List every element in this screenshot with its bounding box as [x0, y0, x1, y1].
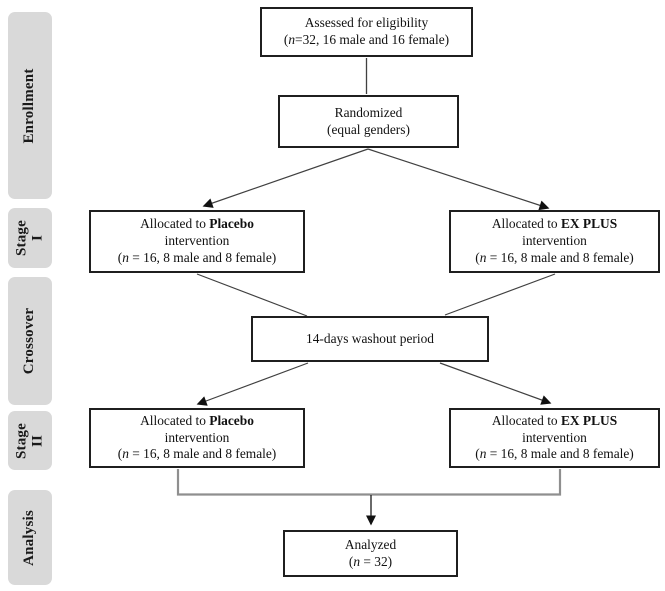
stage-label-text: Stage [13, 220, 30, 256]
stage-label-enrollment: Enrollment [8, 12, 52, 199]
stage-label-text: Analysis [21, 509, 38, 566]
box-allocated-explus-stage2: Allocated to EX PLUS intervention (n = 1… [449, 408, 660, 468]
box-line: intervention [522, 429, 587, 445]
box-line: intervention [164, 233, 230, 249]
box-line: 14-days washout period [306, 330, 434, 346]
line-explus-stage1-to-washout [444, 273, 556, 316]
box-allocated-explus-stage1: Allocated to EX PLUS intervention (n = 1… [449, 210, 660, 273]
box-analyzed: Analyzed (n = 32) [283, 530, 458, 577]
stage-label-text: Stage [13, 422, 30, 459]
box-line: intervention [522, 233, 587, 249]
stage-label-stage-1: Stage I [8, 208, 52, 268]
stage-label-stage-2: Stage II [8, 411, 52, 470]
stage-label-crossover: Crossover [8, 277, 52, 405]
box-assessed-eligibility: Assessed for eligibility (n=32, 16 male … [260, 7, 473, 57]
line-stage2-merge [176, 469, 562, 496]
box-line: (equal genders) [327, 121, 410, 137]
stage-label-text: Crossover [21, 307, 38, 375]
stage-label-numeral: I [29, 234, 45, 242]
box-line: Analyzed [344, 536, 397, 552]
box-allocated-placebo-stage2: Allocated to Placebo intervention (n = 1… [89, 408, 305, 468]
arrow-randomized-to-placebo-stage1 [202, 148, 369, 208]
arrow-washout-to-explus-stage2 [439, 362, 552, 405]
stage-label-text: Enrollment [21, 67, 38, 144]
line-placebo-stage1-to-washout [196, 273, 308, 317]
stage-label-analysis: Analysis [8, 490, 52, 585]
arrow-randomized-to-explus-stage1 [367, 148, 550, 211]
box-line: intervention [164, 429, 230, 445]
box-line: Randomized [334, 104, 403, 120]
stage-label-numeral: II [29, 434, 45, 447]
box-randomized: Randomized (equal genders) [278, 95, 459, 148]
box-washout-period: 14-days washout period [251, 316, 489, 362]
box-line: Assessed for eligibility [304, 15, 429, 31]
box-allocated-placebo-stage1: Allocated to Placebo intervention (n = 1… [89, 210, 305, 273]
arrow-washout-to-placebo-stage2 [196, 362, 309, 406]
